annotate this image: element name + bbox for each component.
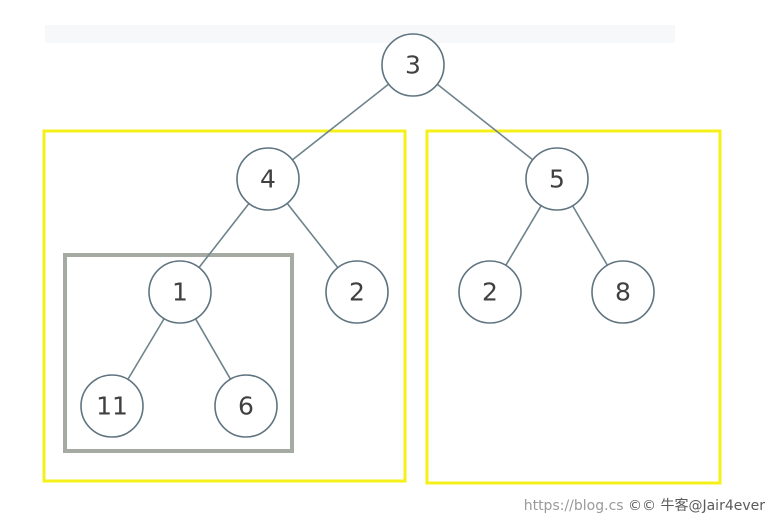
- tree-node-right-right: 8: [591, 260, 655, 324]
- tree-node-right-child: 5: [525, 147, 589, 211]
- tree-node-left-child: 4: [236, 147, 300, 211]
- node-label: 6: [238, 392, 254, 421]
- node-label: 5: [549, 165, 565, 194]
- nested-subtree-box: [63, 253, 294, 453]
- node-circle: [525, 147, 589, 211]
- tree-node-left-left: 1: [148, 260, 212, 324]
- node-circle: [236, 147, 300, 211]
- watermark-brand: ©© 牛客@Jair4ever: [628, 498, 765, 514]
- tree-node-root: 3: [381, 33, 445, 97]
- node-circle: [214, 374, 278, 438]
- watermark: https://blog.cs ©© 牛客@Jair4ever: [524, 495, 765, 515]
- tree-node-left-right: 2: [325, 260, 389, 324]
- right-subtree-highlight-box: [425, 129, 722, 485]
- edge-root-to-right-child: [436, 83, 534, 161]
- edge-root-to-left-child: [291, 83, 390, 161]
- node-label: 1: [172, 278, 188, 307]
- node-circle: [591, 260, 655, 324]
- header-band: [45, 25, 675, 43]
- node-label: 11: [96, 392, 128, 421]
- node-label: 2: [349, 278, 365, 307]
- left-subtree-highlight-box: [42, 129, 407, 483]
- edge-left-left-to-left-left-right: [194, 318, 232, 380]
- tree-node-left-left-left: 11: [80, 374, 144, 438]
- node-circle: [148, 260, 212, 324]
- edge-left-child-to-left-right: [286, 202, 339, 269]
- edge-right-child-to-right-left: [505, 205, 542, 266]
- watermark-url: https://blog.cs: [523, 498, 624, 514]
- node-circle: [381, 33, 445, 97]
- node-circle: [325, 260, 389, 324]
- node-label: 3: [405, 51, 421, 80]
- tree-node-right-left: 2: [458, 260, 522, 324]
- tree-edges: [127, 83, 609, 380]
- edge-right-child-to-right-right: [571, 205, 609, 266]
- tree-nodes: 3 4 5 1 2 2 8 11 6: [80, 33, 655, 438]
- node-label: 4: [260, 165, 276, 194]
- edge-left-child-to-left-left: [198, 202, 250, 269]
- node-label: 8: [615, 278, 631, 307]
- node-circle: [80, 374, 144, 438]
- edge-left-left-to-left-left-left: [127, 318, 165, 380]
- node-label: 2: [482, 278, 498, 307]
- tree-node-left-left-right: 6: [214, 374, 278, 438]
- node-circle: [458, 260, 522, 324]
